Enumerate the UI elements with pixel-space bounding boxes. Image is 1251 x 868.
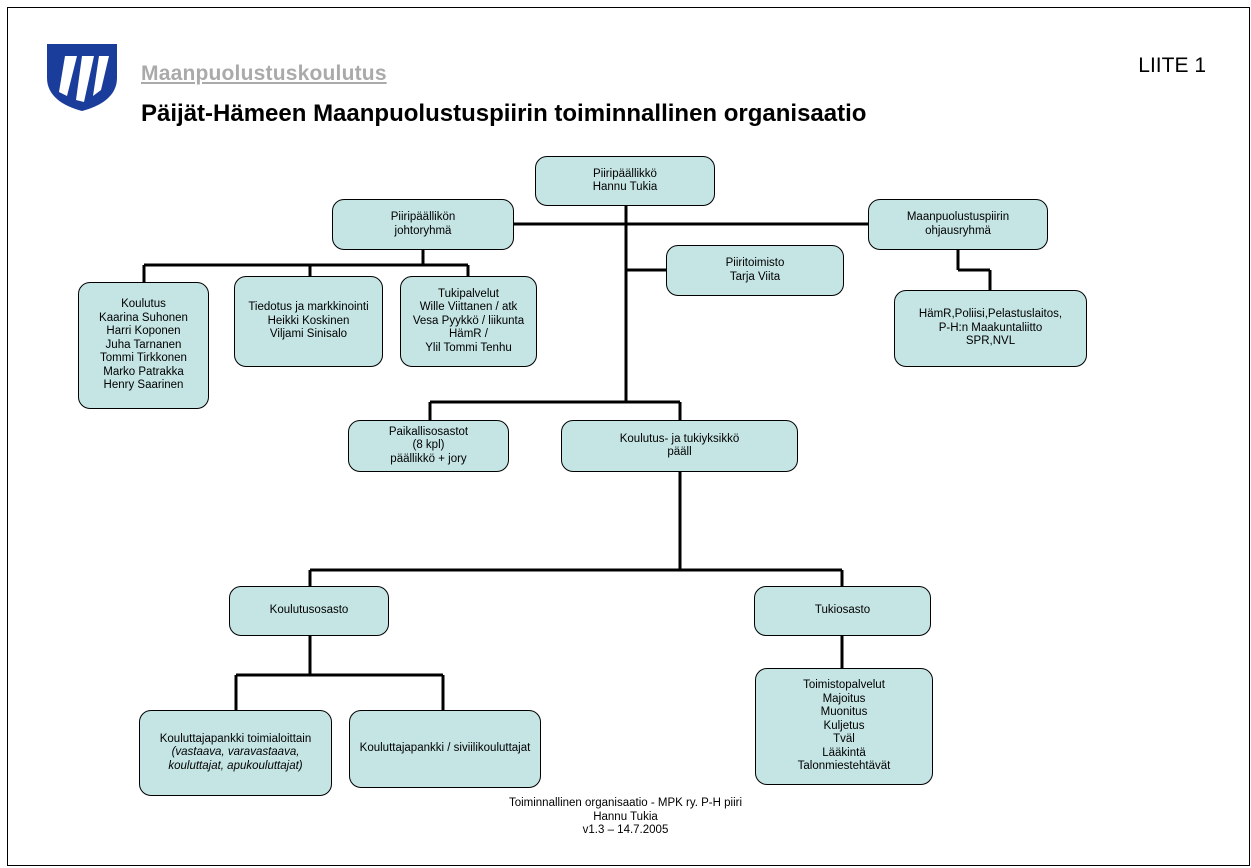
box-line: Tukiosasto bbox=[814, 604, 871, 617]
box-johtoryhma: Piiripäällikön johtoryhmä bbox=[332, 199, 514, 250]
attachment-label: LIITE 1 bbox=[1138, 54, 1206, 77]
box-line: Paikallisosastot bbox=[388, 425, 469, 438]
box-kouluttajapankki-toimiala: Kouluttajapankki toimialoittain (vastaav… bbox=[139, 710, 332, 796]
box-koulutusosasto: Koulutusosasto bbox=[229, 586, 389, 636]
brand-title: Maanpuolustuskoulutus bbox=[141, 62, 387, 85]
box-koulutus: Koulutus Kaarina Suhonen Harri Koponen J… bbox=[78, 282, 209, 409]
box-tukipalvelut: Tukipalvelut Wille Viittanen / atk Vesa … bbox=[400, 276, 537, 367]
footer-line: v1.3 – 14.7.2005 bbox=[582, 824, 669, 836]
box-line: Henry Saarinen bbox=[103, 379, 184, 392]
box-line: Piiripäällikkö bbox=[593, 167, 657, 180]
box-line: Wille Viittanen / atk bbox=[419, 301, 518, 314]
box-piiripaallikko: Piiripäällikkö Hannu Tukia bbox=[535, 156, 715, 206]
box-line: Talonmiestehtävät bbox=[797, 760, 891, 773]
box-line: kouluttajat, apukouluttajat) bbox=[168, 759, 303, 772]
box-line: HämR,Poliisi,Pelastuslaitos, bbox=[918, 308, 1063, 321]
box-line: Harri Koponen bbox=[106, 325, 181, 338]
box-line: Kaarina Suhonen bbox=[99, 311, 188, 324]
box-line: Koulutus- ja tukiyksikkö bbox=[619, 432, 740, 445]
box-line: Tiedotus ja markkinointi bbox=[248, 301, 369, 314]
box-line: Kuljetus bbox=[823, 719, 865, 732]
box-line: ohjausryhmä bbox=[925, 224, 991, 237]
box-line: Tväl bbox=[833, 733, 855, 746]
page-title: Päijät-Hämeen Maanpuolustuspiirin toimin… bbox=[141, 100, 867, 127]
box-line: Majoitus bbox=[822, 692, 866, 705]
box-line: Toimistopalvelut bbox=[803, 679, 885, 692]
box-line: Koulutusosasto bbox=[269, 604, 349, 617]
box-line: Piiritoimisto bbox=[725, 257, 785, 269]
box-line: SPR,NVL bbox=[965, 335, 1016, 348]
box-line: Tukipalvelut bbox=[438, 287, 499, 300]
box-line: (8 kpl) bbox=[412, 439, 445, 452]
box-kouluttajapankki-siviili: Kouluttajapankki / siviilikouluttajat bbox=[349, 710, 541, 788]
footer-line: Toiminnallinen organisaatio - MPK ry. P-… bbox=[508, 797, 743, 809]
box-line: päällikkö + jory bbox=[390, 452, 467, 465]
box-tukiosasto: Tukiosasto bbox=[754, 586, 931, 636]
slide-frame bbox=[7, 7, 1250, 866]
box-line: Kouluttajapankki toimialoittain bbox=[159, 732, 312, 745]
box-line: Maanpuolustuspiirin bbox=[906, 211, 1010, 223]
footer: Toiminnallinen organisaatio - MPK ry. P-… bbox=[0, 797, 1251, 838]
box-line: (vastaava, varavastaava, bbox=[171, 746, 300, 759]
box-line: Hannu Tukia bbox=[592, 181, 658, 193]
box-paikallisosastot: Paikallisosastot (8 kpl) päällikkö + jor… bbox=[348, 420, 509, 472]
box-line: Juha Tarnanen bbox=[105, 338, 182, 351]
box-line: pääll bbox=[667, 446, 692, 458]
box-line: Koulutus bbox=[121, 298, 166, 311]
box-line: Marko Patrakka bbox=[103, 365, 184, 378]
box-tiedotus: Tiedotus ja markkinointi Heikki Koskinen… bbox=[234, 276, 383, 367]
box-line: Lääkintä bbox=[822, 746, 866, 759]
box-line: Kouluttajapankki / siviilikouluttajat bbox=[359, 742, 531, 755]
box-line: Piiripäällikön bbox=[390, 211, 456, 223]
box-line: Tarja Viita bbox=[729, 270, 781, 283]
box-line: Heikki Koskinen bbox=[267, 314, 350, 327]
box-line: HämR / bbox=[449, 328, 488, 341]
box-line: Ylil Tommi Tenhu bbox=[425, 341, 512, 354]
footer-line: Hannu Tukia bbox=[593, 810, 658, 823]
box-line: Muonitus bbox=[820, 706, 868, 719]
box-line: P-H:n Maakuntaliitto bbox=[938, 321, 1043, 334]
box-ohjausryhma: Maanpuolustuspiirin ohjausryhmä bbox=[868, 199, 1048, 250]
box-line: johtoryhmä bbox=[394, 224, 452, 237]
shield-logo-icon bbox=[47, 44, 117, 111]
box-line: Viljami Sinisalo bbox=[269, 328, 348, 341]
box-yhteistyo: HämR,Poliisi,Pelastuslaitos, P-H:n Maaku… bbox=[894, 290, 1087, 367]
box-line: Tommi Tirkkonen bbox=[100, 352, 187, 365]
box-piiritoimisto: Piiritoimisto Tarja Viita bbox=[666, 245, 844, 296]
box-line: Vesa Pyykkö / liikunta bbox=[412, 314, 525, 327]
box-tukiosasto-palvelut: Toimistopalvelut Majoitus Muonitus Kulje… bbox=[755, 668, 933, 785]
box-tukiyksikko: Koulutus- ja tukiyksikkö pääll bbox=[561, 420, 798, 472]
